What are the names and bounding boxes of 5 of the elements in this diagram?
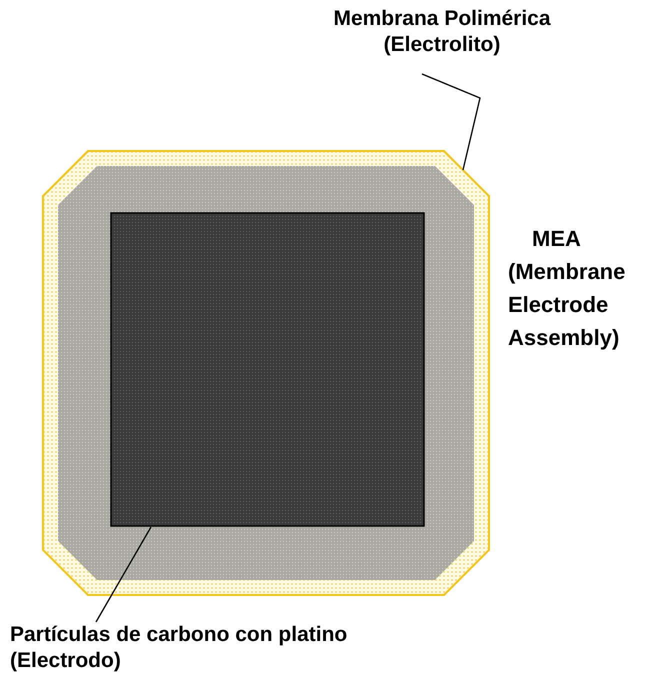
leader-line bbox=[422, 73, 481, 170]
callout-text: Membrana Polimérica (Electrolito) bbox=[332, 6, 552, 58]
assembly-label: MEA (Membrane Electrode Assembly) bbox=[508, 225, 626, 352]
leader-line bbox=[95, 526, 152, 622]
callout-text: Partículas de carbono con platino (Electrodo) bbox=[10, 622, 348, 674]
